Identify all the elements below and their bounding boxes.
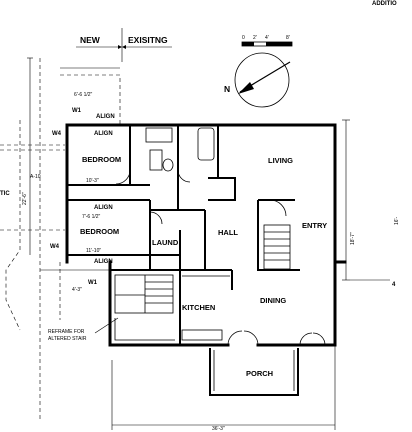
reframe-note-line2: ALTERED STAIR (48, 336, 87, 342)
window-tag-w1-lower: W1 (88, 280, 98, 286)
room-porch: PORCH (246, 369, 273, 378)
section-tag-a10: A-10 (30, 174, 41, 180)
existing-outline-dashed (0, 58, 121, 420)
porch-outline (209, 348, 299, 396)
dim-left-vertical: 22'-6" (22, 192, 28, 205)
room-laund: LAUND (152, 238, 179, 247)
align-note-2: ALIGN (94, 131, 113, 137)
north-label: N (224, 84, 230, 94)
room-entry: ENTRY (302, 221, 327, 230)
dim-left-small: 4'-3" (72, 287, 82, 293)
scale-tick-4: 4' (265, 35, 269, 41)
stairs-entry (263, 224, 291, 270)
exterior-walls (65, 123, 347, 347)
north-arrow: N (224, 52, 291, 108)
bathroom-fixtures (145, 127, 215, 172)
new-label: NEW (80, 35, 101, 45)
existing-label: EXISITNG (128, 35, 168, 45)
reframe-note-line1: REFRAME FOR (48, 329, 85, 335)
room-kitchen: KITCHEN (182, 303, 215, 312)
window-tag-w4-lower: W4 (50, 244, 60, 250)
align-note-4: ALIGN (94, 259, 113, 265)
scale-tick-2: 2' (253, 35, 257, 41)
align-note-3: ALIGN (94, 205, 113, 211)
dim-top-upper: 6'-6 1/2" (74, 92, 93, 98)
room-bedroom-upper: BEDROOM (82, 155, 121, 164)
dim-right-edge: 16'- (394, 216, 400, 225)
window-tag-w4-upper: W4 (52, 131, 62, 137)
window-tag-w1-upper: W1 (72, 108, 82, 114)
reframe-leader (94, 317, 119, 334)
scale-tick-0: 0 (242, 35, 245, 41)
kitchen-counters (114, 275, 230, 341)
dim-upper-room: 10'-3" (86, 178, 99, 184)
align-note-1: ALIGN (96, 114, 115, 120)
new-arrowhead (118, 45, 122, 49)
dim-lower-room: 7'-6 1/2" (82, 214, 101, 220)
scale-tick-8: 8' (286, 35, 290, 41)
room-living: LIVING (268, 156, 293, 165)
room-dining: DINING (260, 296, 286, 305)
room-hall: HALL (218, 228, 238, 237)
dim-right-vertical: 18'-7" (350, 232, 356, 245)
stairs-kitchen (114, 274, 174, 314)
dim-lower-room-b: 11'-10" (86, 248, 101, 254)
dim-bottom: 36'-3" (212, 426, 225, 432)
room-bedroom-lower: BEDROOM (80, 227, 119, 236)
existing-arrowhead (122, 45, 126, 49)
scale-bar: 0 2' 4' 8' (241, 35, 293, 47)
edge-label-tic: TIC (0, 191, 10, 197)
door-swings (115, 169, 326, 346)
corner-title: ADDITIO (372, 1, 397, 7)
edge-label-4: 4 (392, 282, 396, 288)
dimension-lines (27, 57, 390, 430)
